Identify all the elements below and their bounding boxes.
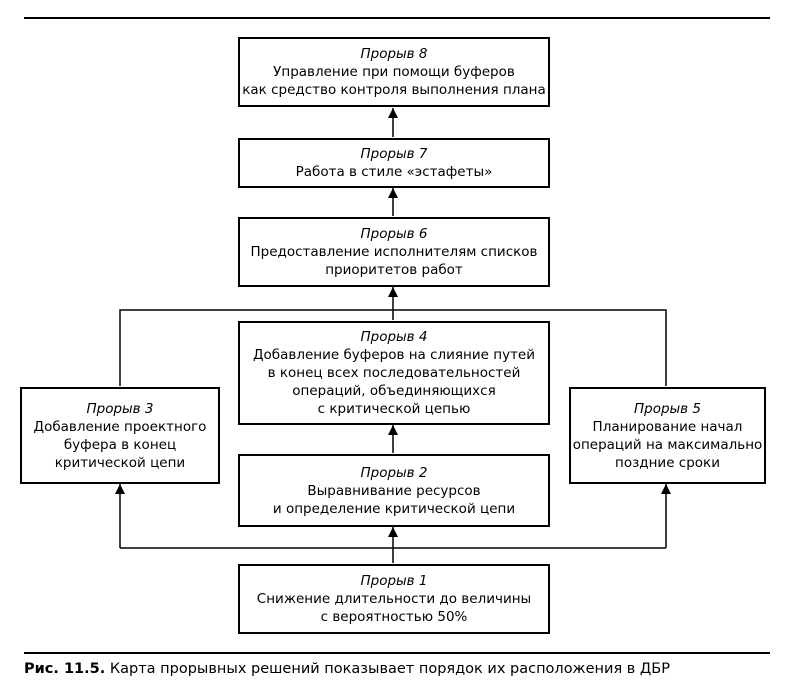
box-breakthrough-7: Прорыв 7 Работа в стиле «эстафеты» bbox=[238, 138, 550, 188]
box-line: Управление при помощи буферов bbox=[273, 64, 515, 80]
box-line: в конец всех последовательностей bbox=[267, 365, 521, 381]
box-breakthrough-5: Прорыв 5 Планирование начал операций на … bbox=[569, 387, 766, 484]
box-line: Выравнивание ресурсов bbox=[307, 482, 481, 499]
box-title: Прорыв 5 bbox=[633, 400, 702, 417]
line-3-to-merge bbox=[119, 309, 667, 386]
box-title: Прорыв 6 bbox=[360, 226, 428, 242]
box-title: Прорыв 7 bbox=[360, 146, 428, 162]
box-line: Снижение длительности до величины bbox=[256, 591, 532, 607]
box-title: Прорыв 1 bbox=[360, 573, 428, 589]
box-breakthrough-3: Прорыв 3 Добавление проектного буфера в … bbox=[20, 387, 220, 484]
box-breakthrough-8: Прорыв 8 Управление при помощи буферов к… bbox=[238, 37, 550, 107]
box-line: критической цепи bbox=[54, 454, 186, 471]
box-line: поздние сроки bbox=[615, 454, 720, 471]
top-rule bbox=[24, 17, 770, 19]
box-breakthrough-6: Прорыв 6 Предоставление исполнителям спи… bbox=[238, 217, 550, 287]
box-line: операций, объединяющихся bbox=[292, 383, 496, 399]
box-title: Прорыв 3 bbox=[86, 400, 154, 417]
caption-label: Рис. 11.5. bbox=[24, 661, 106, 677]
box-line: с вероятностью 50% bbox=[320, 609, 468, 625]
box-line: Предоставление исполнителям списков bbox=[250, 244, 538, 260]
box-line: буфера в конец bbox=[63, 436, 177, 453]
box-breakthrough-1: Прорыв 1 Снижение длительности до величи… bbox=[238, 564, 550, 634]
box-line: Добавление буферов на слияние путей bbox=[252, 347, 536, 363]
box-line: приоритетов работ bbox=[325, 262, 463, 278]
box-title: Прорыв 2 bbox=[360, 464, 428, 481]
box-breakthrough-2: Прорыв 2 Выравнивание ресурсов и определ… bbox=[238, 454, 550, 527]
box-line: Планирование начал bbox=[592, 418, 743, 435]
bottom-rule bbox=[24, 652, 770, 654]
box-title: Прорыв 4 bbox=[360, 329, 428, 345]
box-breakthrough-4: Прорыв 4 Добавление буферов на слияние п… bbox=[238, 321, 550, 425]
box-line: и определение критической цепи bbox=[272, 500, 516, 517]
caption-text: Карта прорывных решений показывает поряд… bbox=[109, 661, 670, 677]
figure-caption: Рис. 11.5. Карта прорывных решений показ… bbox=[24, 661, 670, 677]
box-line: Работа в стиле «эстафеты» bbox=[295, 164, 493, 180]
box-line: операций на максимально bbox=[572, 436, 763, 453]
box-line: как средство контроля выполнения плана bbox=[242, 82, 546, 98]
box-title: Прорыв 8 bbox=[360, 46, 428, 62]
box-line: с критической цепью bbox=[317, 401, 471, 417]
box-line: Добавление проектного bbox=[33, 418, 207, 435]
